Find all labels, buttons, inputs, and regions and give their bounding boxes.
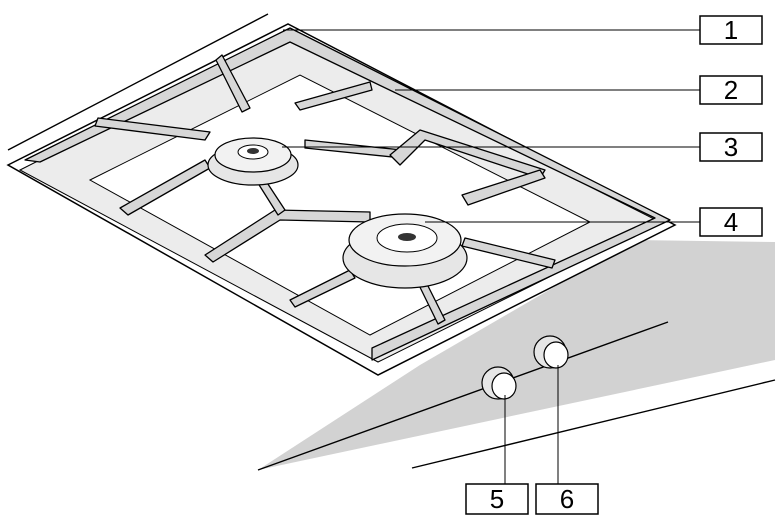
callout-5-box xyxy=(465,483,529,515)
grate-arm-top xyxy=(215,54,251,113)
small-burner-nozzle xyxy=(247,148,259,154)
grate-arm-back xyxy=(294,81,373,111)
callout-1: 1 xyxy=(699,15,763,45)
large-burner-nozzle xyxy=(398,233,416,241)
countertop-front-edge xyxy=(257,321,669,471)
countertop xyxy=(7,13,776,471)
grate-arm-big-burner-left xyxy=(289,269,356,308)
control-knob-right xyxy=(533,335,569,369)
control-knob-left xyxy=(481,366,517,400)
callout-5: 5 xyxy=(465,483,529,515)
pan-support-grate xyxy=(24,27,671,361)
callout-4: 4 xyxy=(699,207,763,237)
callout-1-box xyxy=(699,15,763,45)
knob-left-face xyxy=(491,372,517,400)
control-panel-edge xyxy=(411,379,776,469)
callout-6-box xyxy=(535,483,599,515)
grate-arm-left xyxy=(94,117,211,141)
callout-3-number: 3 xyxy=(724,132,738,162)
callout-4-number: 4 xyxy=(724,207,738,237)
grate-arm-far-right xyxy=(461,169,546,206)
callout-6-number: 6 xyxy=(560,484,574,514)
large-burner xyxy=(342,213,468,289)
callout-3: 3 xyxy=(699,132,763,162)
countertop-front-surface xyxy=(258,240,775,470)
callout-5-number: 5 xyxy=(490,484,504,514)
leader-lines xyxy=(282,29,700,484)
callout-3-box xyxy=(699,132,763,162)
callout-2-box xyxy=(699,75,763,105)
callout-6: 6 xyxy=(535,483,599,515)
callout-2: 2 xyxy=(699,75,763,105)
small-burner xyxy=(207,137,299,186)
countertop-back-edge xyxy=(7,13,269,151)
callout-1-number: 1 xyxy=(724,15,738,45)
callout-4-box xyxy=(699,207,763,237)
callout-2-number: 2 xyxy=(724,75,738,105)
grate-arm-big-burner-right xyxy=(461,237,556,269)
knob-right-face xyxy=(543,341,569,369)
